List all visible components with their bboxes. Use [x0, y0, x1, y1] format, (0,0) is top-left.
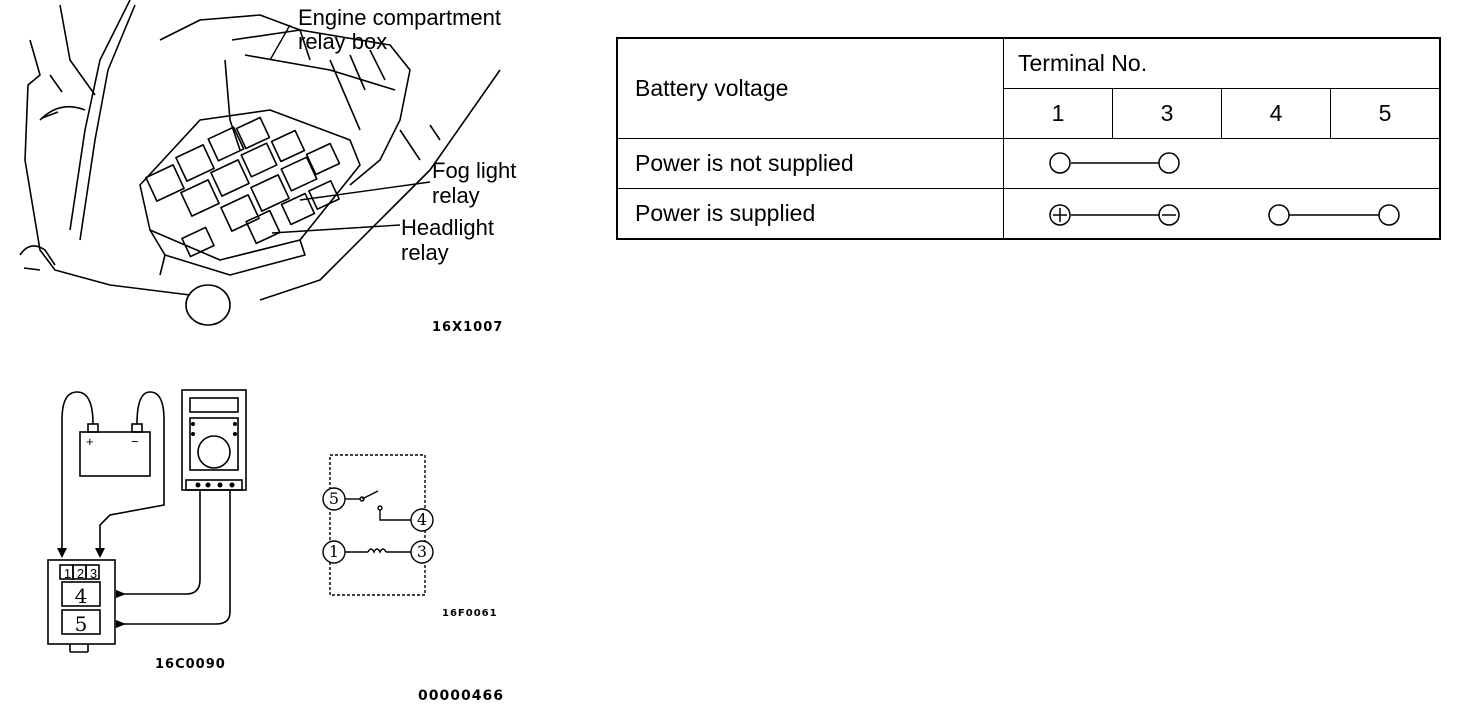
relay-terminal-2: 2	[76, 566, 85, 581]
terminal-3-header: 3	[1112, 88, 1222, 139]
schematic-terminal-4: 4	[416, 510, 428, 529]
table-row: Power is not supplied	[616, 138, 1441, 189]
terminal-3-continuity-mark	[1158, 152, 1180, 174]
terminal-5-header: 5	[1330, 88, 1441, 139]
relay-internal-circuit	[322, 454, 434, 596]
fog-light-relay-label-line1: Fog light	[432, 158, 517, 183]
terminal-4-continuity-mark	[1268, 204, 1290, 226]
headlight-relay-label-line2: relay	[401, 240, 449, 265]
terminal-no-header: Terminal No.	[1003, 37, 1441, 89]
table-header-row: Battery voltage Terminal No.	[616, 37, 1441, 139]
engine-compartment-illustration	[19, 0, 501, 326]
battery-minus-label: −	[131, 434, 139, 449]
relay-terminal-5: 5	[74, 612, 88, 636]
relay-terminal-3: 3	[89, 566, 98, 581]
document-code: 00000466	[418, 688, 504, 704]
terminal-4-header: 4	[1221, 88, 1331, 139]
relay-terminal-4: 4	[74, 584, 88, 608]
fog-light-relay-label-line2: relay	[432, 183, 480, 208]
terminal-1-header: 1	[1003, 88, 1113, 139]
table-row: Power is supplied	[616, 188, 1441, 240]
test-setup-figure-code: 16C0090	[155, 657, 226, 672]
continuity-table: Battery voltage Terminal No. 1 3 4 5 Pow…	[616, 37, 1441, 240]
row-label-power-not-supplied: Power is not supplied	[616, 138, 1004, 189]
row-label-power-supplied: Power is supplied	[616, 188, 1004, 240]
row-connections-power-not-supplied	[1003, 138, 1441, 189]
battery-relay-tester-wiring	[47, 389, 247, 653]
relay-terminal-1: 1	[63, 566, 72, 581]
schematic-terminal-3: 3	[416, 542, 428, 561]
continuity-marks-supplied	[1049, 204, 1400, 226]
relay-box-label-line2: relay box	[298, 29, 388, 54]
battery-voltage-header: Battery voltage	[616, 37, 1004, 139]
battery-plus-label: +	[86, 434, 94, 449]
circuit-tester	[181, 389, 247, 491]
schematic-terminal-5: 5	[328, 489, 340, 508]
relay-schematic-figure-code: 16F0061	[442, 608, 498, 619]
headlight-relay-label-line1: Headlight	[401, 215, 494, 240]
relay-under-test	[47, 559, 116, 645]
terminal-1-continuity-mark	[1049, 152, 1071, 174]
relay-box-label-line1: Engine compartment	[298, 5, 501, 30]
continuity-marks-not-supplied	[1049, 152, 1180, 174]
schematic-terminal-1: 1	[328, 542, 340, 561]
relay-location-figure-code: 16X1007	[432, 320, 504, 335]
battery	[79, 431, 151, 477]
row-connections-power-supplied	[1003, 188, 1441, 240]
terminal-5-continuity-mark	[1378, 204, 1400, 226]
